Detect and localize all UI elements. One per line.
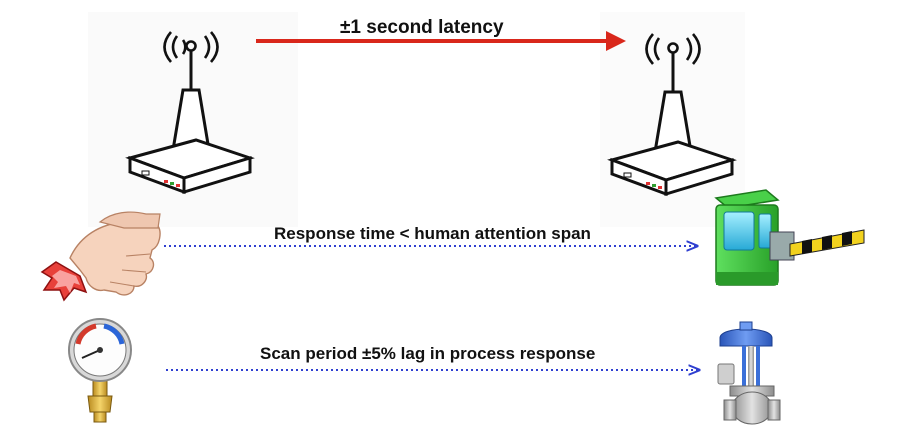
response-time-label: Response time < human attention span [274, 224, 591, 243]
latency-label: ±1 second latency [340, 17, 504, 38]
toll-booth-barrier-icon [714, 189, 865, 286]
wireless-router-icon [125, 31, 255, 195]
wireless-router-icon [607, 33, 737, 197]
pressure-gauge-icon [68, 318, 132, 423]
scan-period-label: Scan period ±5% lag in process response [260, 344, 596, 363]
hand-pressing-button-icon [40, 211, 161, 302]
control-valve-icon [717, 321, 781, 425]
